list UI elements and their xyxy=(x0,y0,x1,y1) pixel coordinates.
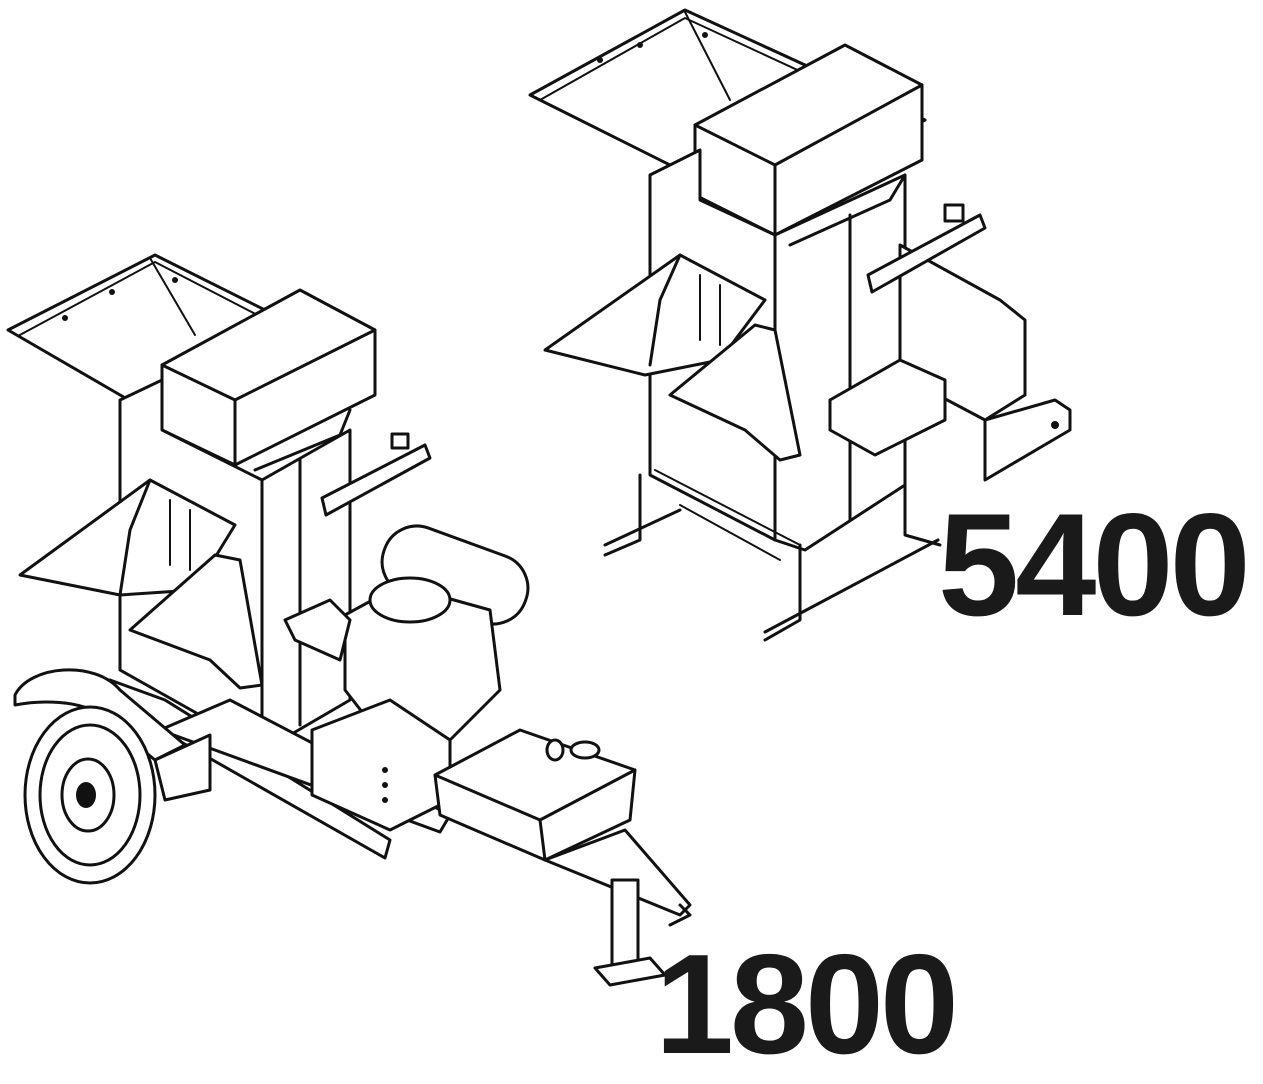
stand-frame xyxy=(603,473,942,642)
fuel-tank xyxy=(433,728,637,862)
machine-1800-drawing xyxy=(6,253,692,987)
infeed-chute xyxy=(543,253,802,462)
model-label-1800: 1800 xyxy=(655,925,959,1084)
machine-5400-drawing xyxy=(528,8,1072,642)
wheel xyxy=(13,668,212,885)
machine-diagram xyxy=(6,8,1072,987)
trailer-frame xyxy=(103,678,452,860)
model-label-5400: 5400 xyxy=(938,483,1251,646)
side-bracket xyxy=(320,432,432,517)
side-bracket xyxy=(866,203,987,294)
tongue-and-jack xyxy=(543,828,692,987)
engine xyxy=(283,524,530,742)
infeed-chute xyxy=(18,478,264,690)
discharge-box xyxy=(828,243,1072,482)
